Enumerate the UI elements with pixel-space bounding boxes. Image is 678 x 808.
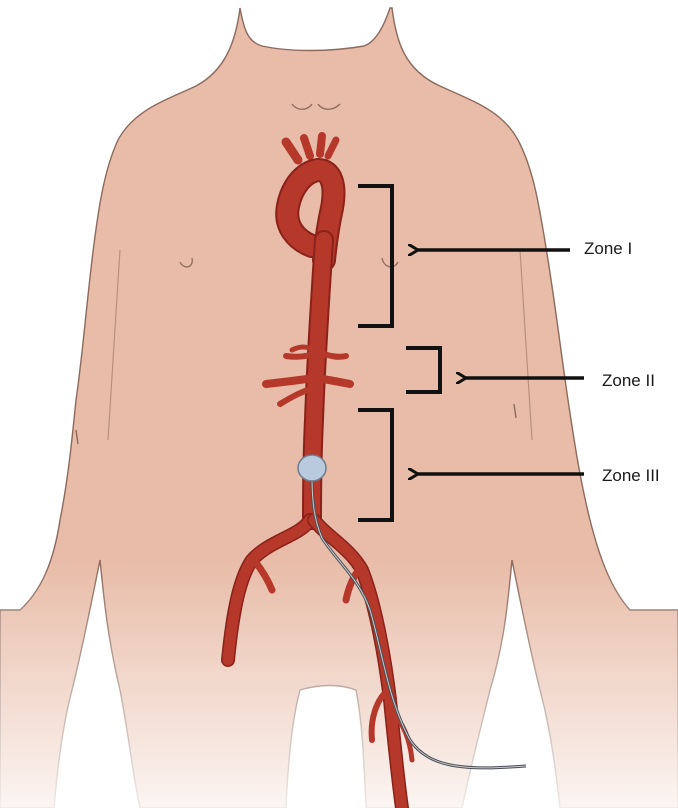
zone3-label: Zone III (602, 467, 660, 484)
zone2-label: Zone II (602, 372, 655, 389)
bottom-fade (0, 560, 678, 808)
occlusion-balloon (298, 455, 326, 481)
zone1-label: Zone I (584, 240, 632, 257)
